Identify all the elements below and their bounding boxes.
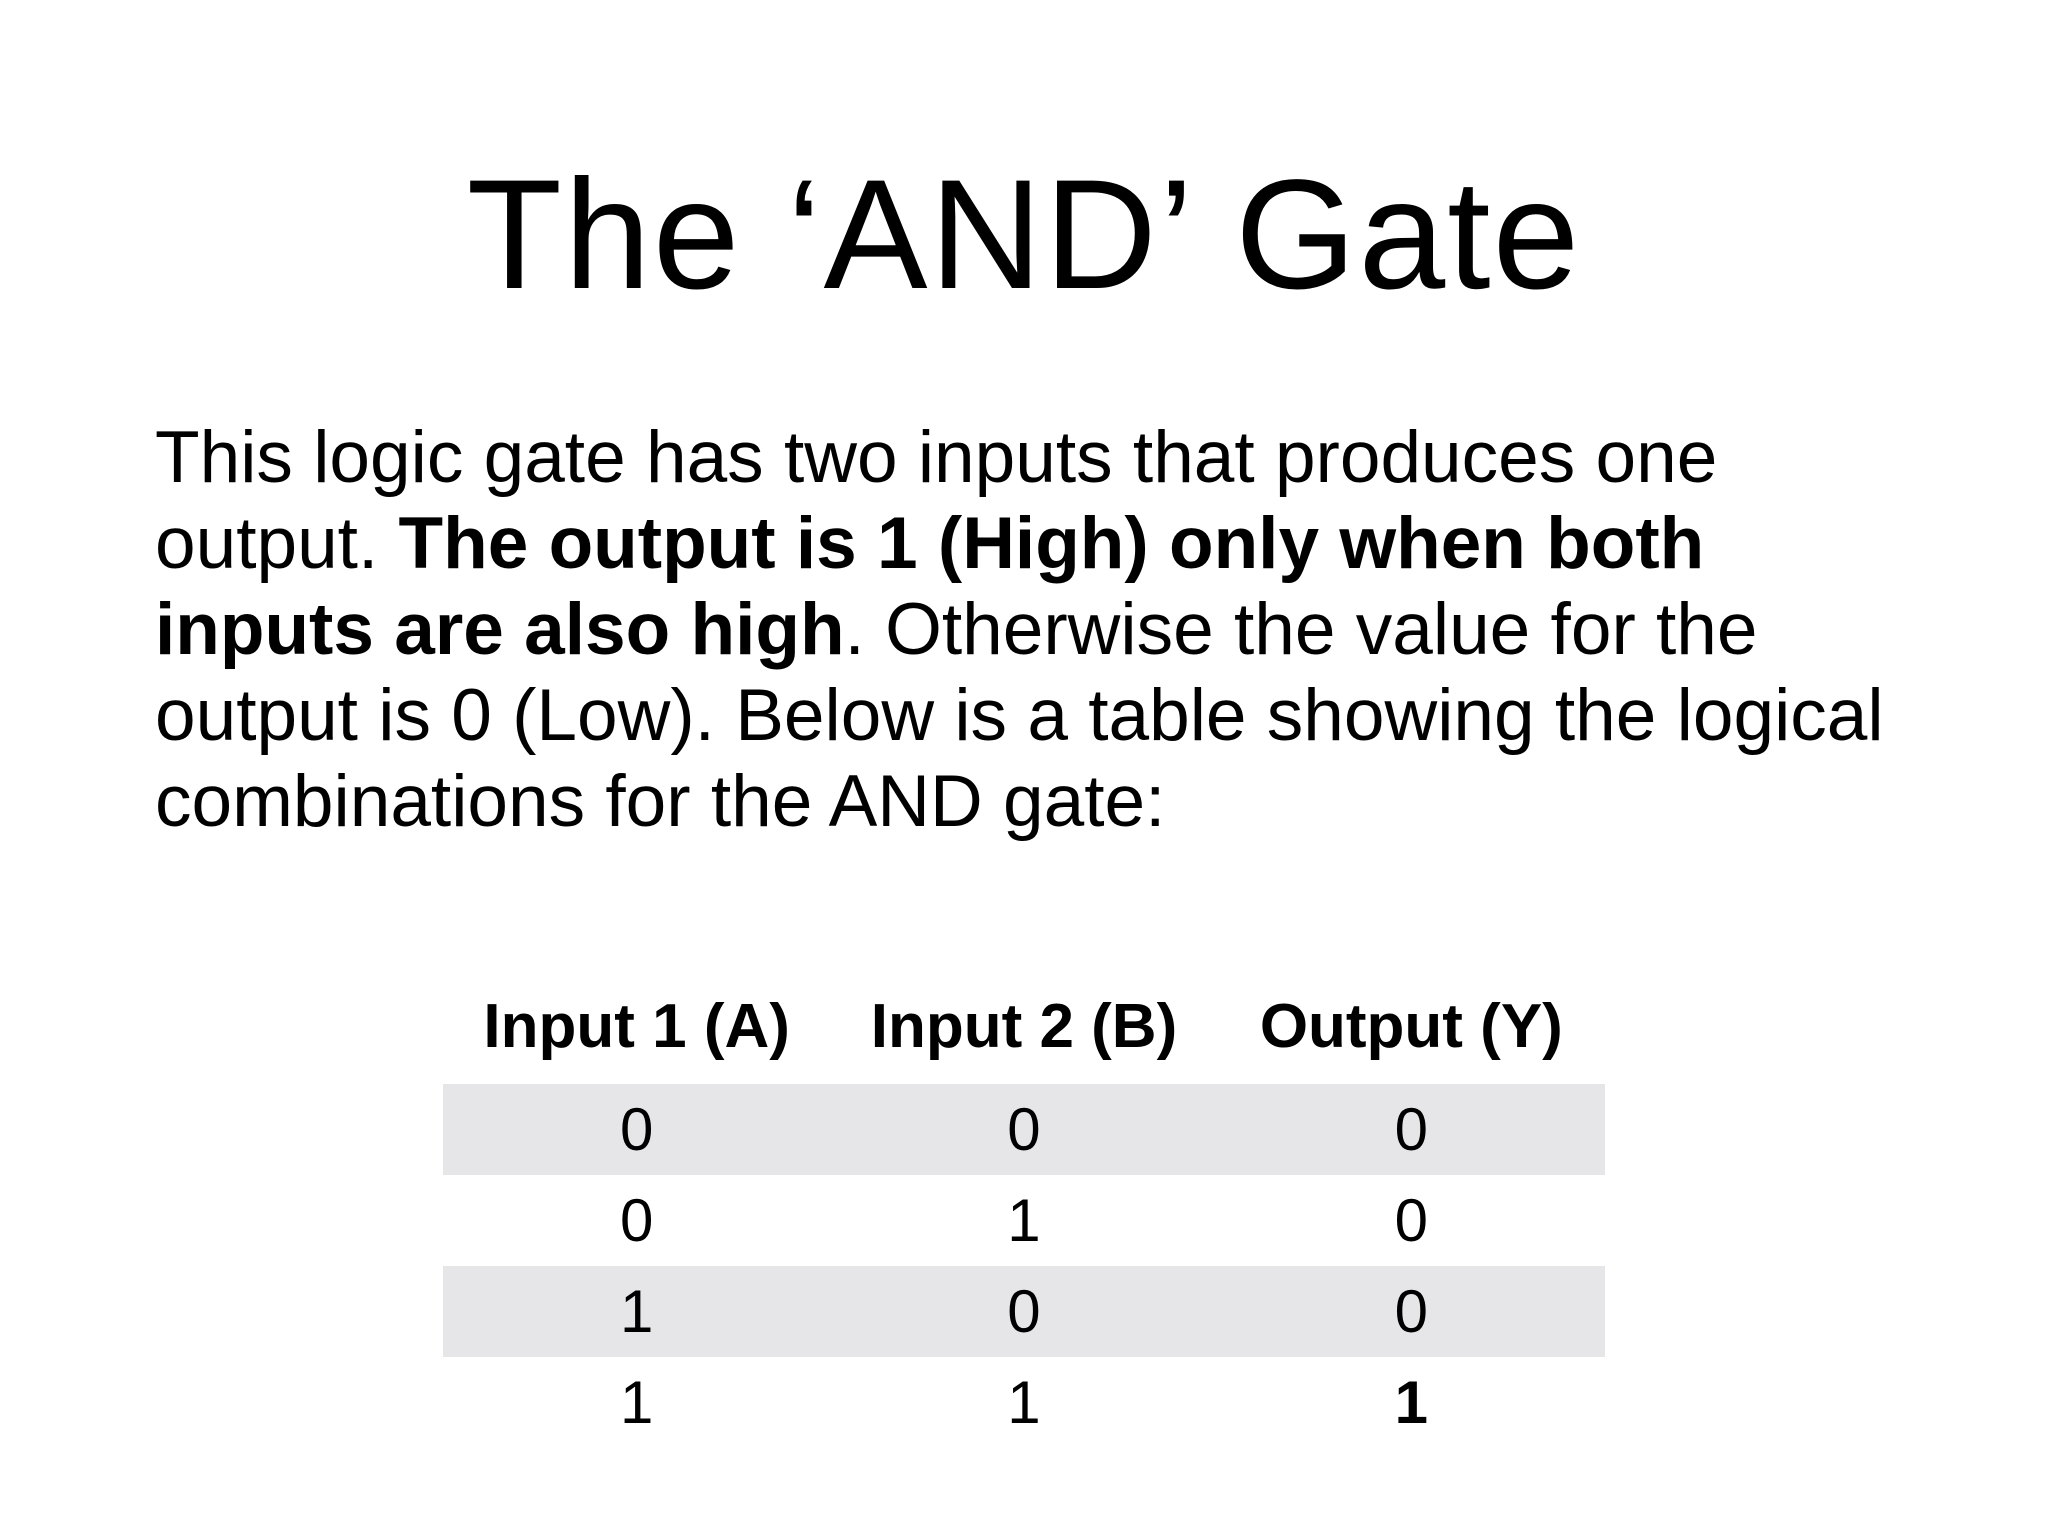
table-row: 0 1 0 [443,1175,1605,1266]
paragraph-run: This logic gate has two inputs that prod… [155,417,1718,498]
table-cell: 0 [1007,1096,1041,1163]
paragraph-bold-run: inputs are also high [155,589,845,670]
paragraph-run: . Otherwise the value for the [844,589,1758,670]
table-cell: 1 [619,1369,654,1436]
paragraph-line: output. The output is 1 (High) only when… [155,501,1884,587]
table-cell: 0 [619,1187,654,1254]
paragraph-line: This logic gate has two inputs that prod… [155,415,1884,501]
table-row: 0 0 0 [443,1084,1605,1175]
table-cell: 0 [1394,1278,1428,1345]
table-cell: 1 [619,1278,654,1345]
table-cell: 0 [619,1096,654,1163]
column-header: Input 1 (A) [483,992,790,1061]
paragraph-line: inputs are also high. Otherwise the valu… [155,587,1884,673]
paragraph-bold-run: The output is 1 (High) only when both [398,503,1705,584]
paragraph-run: combinations for the AND gate: [155,761,1166,842]
slide-title: The ‘AND’ Gate [466,148,1582,322]
table-row: 1 1 1 [443,1357,1605,1448]
table-cell: 0 [1007,1278,1041,1345]
body-paragraph: This logic gate has two inputs that prod… [155,415,1884,845]
column-header: Output (Y) [1259,992,1563,1061]
table-cell: 0 [1394,1096,1428,1163]
paragraph-line: combinations for the AND gate: [155,759,1884,845]
paragraph-run: output. [155,503,399,584]
table-cell: 1 [1007,1187,1041,1254]
truth-table-body: 0 0 0 0 1 0 1 0 0 1 1 1 [443,1084,1605,1448]
table-cell: 1 [1394,1369,1428,1436]
truth-table-header-row: Input 1 (A) Input 2 (B) Output (Y) [443,982,1605,1072]
paragraph-line: output is 0 (Low). Below is a table show… [155,673,1884,759]
table-row: 1 0 0 [443,1266,1605,1357]
table-cell: 0 [1394,1187,1428,1254]
column-header: Input 2 (B) [870,992,1178,1061]
table-cell: 1 [1007,1369,1041,1436]
paragraph-run: output is 0 (Low). Below is a table show… [155,675,1884,756]
